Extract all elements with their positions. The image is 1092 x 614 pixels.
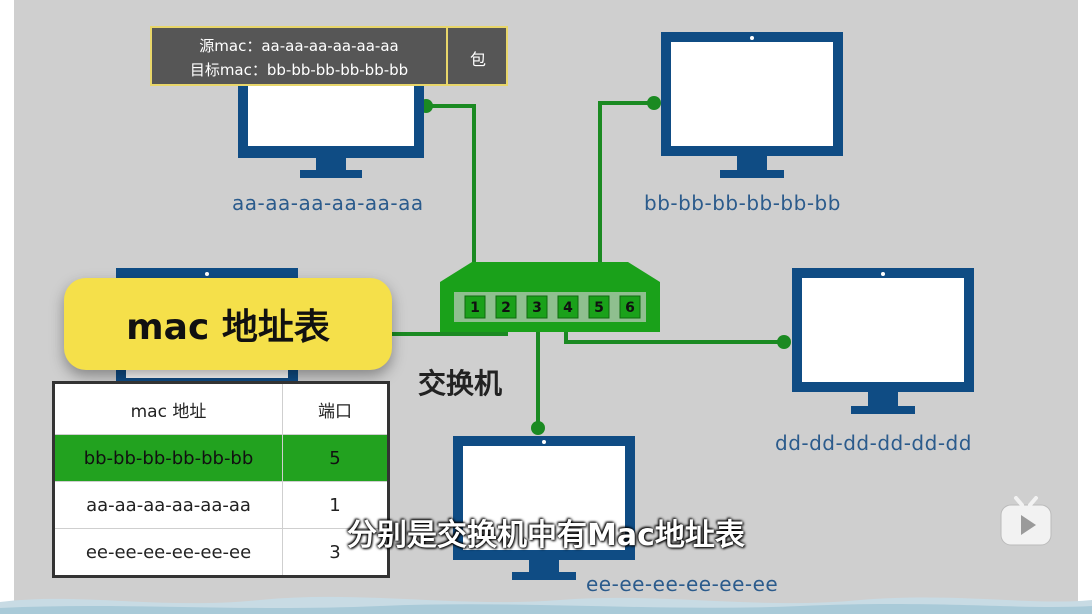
switch-port-2	[495, 295, 517, 319]
packet-tag: 包	[469, 50, 486, 69]
row-mac: aa-aa-aa-aa-aa-aa	[53, 481, 283, 529]
row-mac: bb-bb-bb-bb-bb-bb	[53, 434, 283, 482]
switch-port-6	[619, 295, 641, 319]
mac-address-table: mac 地址 端口 bb-bb-bb-bb-bb-bb 5 aa-aa-aa-a…	[52, 381, 390, 578]
right-border	[1078, 0, 1092, 614]
table-row: bb-bb-bb-bb-bb-bb 5	[53, 434, 389, 482]
packet-divider	[446, 28, 448, 84]
computer-a-mac: aa-aa-aa-aa-aa-aa	[232, 191, 424, 215]
switch-port-label: 3	[532, 300, 542, 316]
cable-a	[426, 104, 476, 298]
computer-e-monitor	[453, 436, 635, 580]
packet-box: 源mac：aa-aa-aa-aa-aa-aa 目标mac：bb-bb-bb-bb…	[150, 26, 508, 86]
row-port: 5	[282, 434, 389, 482]
switch-port-5	[588, 295, 610, 319]
switch-port-label: 1	[470, 300, 480, 316]
packet-destination-mac: 目标mac：bb-bb-bb-bb-bb-bb	[189, 61, 409, 79]
computer-b-mac: bb-bb-bb-bb-bb-bb	[644, 191, 841, 215]
row-port: 3	[282, 528, 389, 577]
bottom-wave	[0, 596, 1092, 614]
switch-ports: 1 2 3 4 5 6	[464, 295, 641, 319]
computer-d-monitor	[792, 268, 974, 414]
switch-port-label: 2	[501, 300, 511, 316]
computer-b-monitor	[661, 32, 843, 178]
header-port: 端口	[282, 382, 389, 435]
switch-port-3	[526, 295, 548, 319]
table-row: aa-aa-aa-aa-aa-aa 1	[53, 481, 389, 529]
packet-source-mac: 源mac：aa-aa-aa-aa-aa-aa	[199, 37, 399, 55]
packet-headers: 源mac：aa-aa-aa-aa-aa-aa 目标mac：bb-bb-bb-bb…	[152, 34, 446, 82]
switch-port-label: 4	[563, 300, 573, 316]
cable-b-dot	[647, 96, 661, 110]
table-row: ee-ee-ee-ee-ee-ee 3	[53, 528, 389, 577]
switch-port-4	[557, 295, 579, 319]
row-mac: ee-ee-ee-ee-ee-ee	[53, 528, 283, 577]
switch-label: 交换机	[418, 367, 503, 400]
row-port: 1	[282, 481, 389, 529]
switch-port-label: 5	[594, 300, 604, 316]
header-mac: mac 地址	[53, 382, 283, 435]
mac-table-title: mac 地址表	[64, 278, 392, 370]
table-header-row: mac 地址 端口	[53, 382, 389, 435]
cable-b	[598, 101, 654, 298]
computer-e-mac: ee-ee-ee-ee-ee-ee	[586, 572, 779, 596]
switch-port-label: 6	[625, 300, 635, 316]
play-icon[interactable]	[998, 496, 1054, 548]
switch-port-1	[464, 295, 486, 319]
cable-e-dot	[531, 421, 545, 435]
video-subtitle: 分别是交换机中有Mac地址表	[347, 518, 745, 553]
cable-d-dot	[777, 335, 791, 349]
computer-d-mac: dd-dd-dd-dd-dd-dd	[775, 431, 972, 455]
left-border	[0, 0, 14, 614]
